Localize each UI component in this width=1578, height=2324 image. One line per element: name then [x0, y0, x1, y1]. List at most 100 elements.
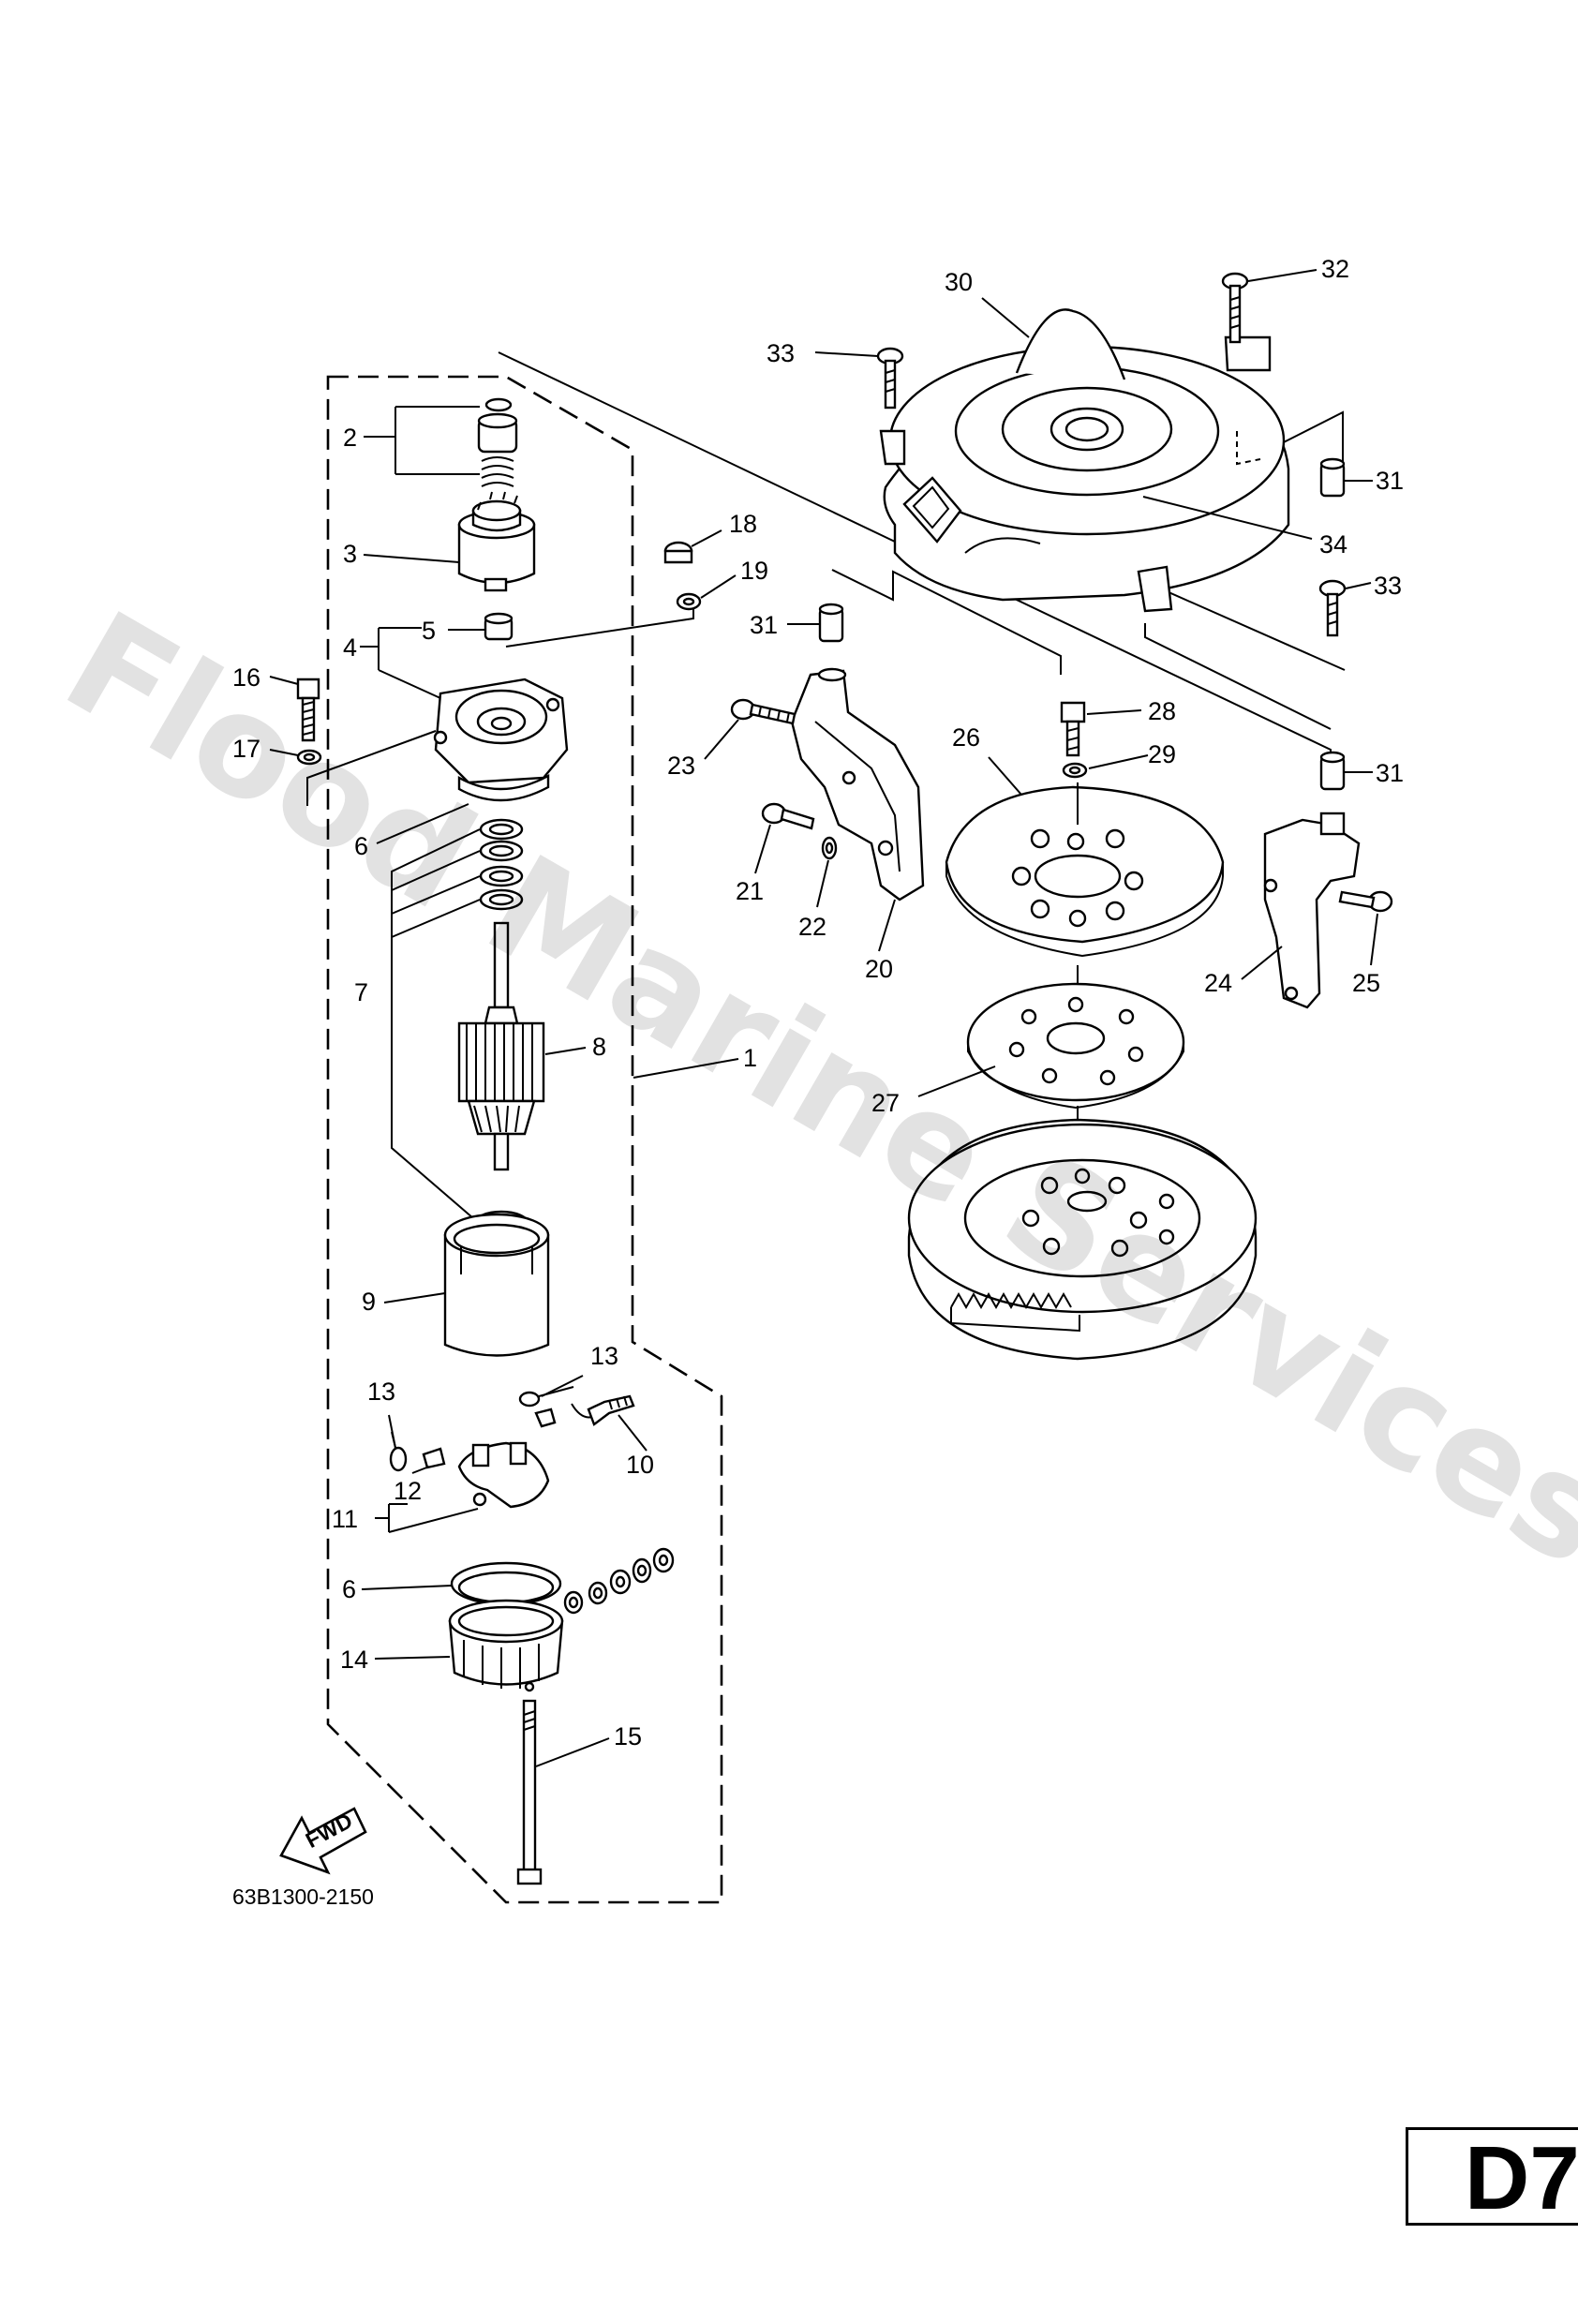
leader-2	[364, 406, 480, 475]
callout-22: 22	[798, 913, 826, 941]
leader-21	[754, 824, 771, 874]
callout-26: 26	[952, 723, 980, 752]
callout-2: 2	[343, 424, 357, 452]
callout-16: 16	[232, 663, 261, 692]
leader-34	[1142, 496, 1313, 540]
yoke	[443, 1213, 550, 1357]
leader-11	[375, 1503, 479, 1533]
callout-31-top: 31	[1376, 467, 1404, 495]
washer-22	[821, 836, 838, 860]
callout-labels: 1 2 3 4 5 6 6 7 8 9 10 11 12 13 13 14 15…	[232, 255, 1404, 1750]
through-bolt-15	[516, 1699, 543, 1885]
terminal-bolt-10	[571, 1394, 635, 1426]
bolt-23	[730, 698, 796, 725]
collar-31-bottom	[1319, 751, 1346, 791]
callout-6-lower: 6	[342, 1575, 356, 1603]
washer-29	[1062, 762, 1088, 779]
leader-17	[269, 749, 299, 756]
callout-29: 29	[1148, 740, 1176, 768]
leader-33b	[1345, 582, 1372, 589]
leader-25	[1370, 913, 1378, 966]
leader-23	[704, 719, 739, 760]
callout-25: 25	[1352, 969, 1380, 997]
front-housing	[433, 678, 569, 802]
callout-28: 28	[1148, 697, 1176, 725]
callout-1: 1	[743, 1044, 757, 1072]
callout-33-left: 33	[767, 339, 795, 367]
leader-13a	[388, 1414, 396, 1449]
starter-assembly-outline	[326, 375, 723, 1904]
callout-32: 32	[1321, 255, 1349, 283]
callout-3: 3	[343, 540, 357, 568]
alignment-line-33b	[1142, 580, 1346, 671]
leader-3	[363, 554, 460, 563]
leader-15	[535, 1737, 610, 1767]
washer-19	[676, 592, 702, 611]
alignment-line-31a	[1272, 410, 1344, 469]
flywheel	[907, 1118, 1258, 1361]
collar-31-top	[1319, 457, 1346, 498]
callout-20: 20	[865, 955, 893, 983]
leader-7	[391, 828, 481, 1219]
callout-18: 18	[729, 510, 757, 538]
callout-24: 24	[1204, 969, 1232, 997]
leader-33a	[814, 351, 879, 357]
callout-30: 30	[945, 268, 973, 296]
screw-18	[663, 541, 693, 564]
bolt-16	[296, 678, 320, 742]
drawing-code: 63B1300-2150	[232, 1885, 374, 1909]
callout-23: 23	[667, 752, 695, 780]
collar-31-mid	[818, 603, 844, 643]
callout-6-upper: 6	[354, 832, 368, 860]
callout-13-left: 13	[367, 1378, 395, 1406]
terminal-nuts-washers	[563, 1547, 675, 1615]
stator-26	[945, 785, 1225, 958]
alignment-line-31	[831, 569, 1062, 675]
leader-12	[411, 1466, 430, 1474]
page-tab: D7	[1406, 2127, 1578, 2226]
pulser-bracket-24	[1263, 812, 1361, 1009]
leader-14	[374, 1656, 451, 1660]
callout-7: 7	[354, 978, 368, 1006]
callout-8: 8	[592, 1033, 606, 1061]
leader-10	[618, 1414, 648, 1452]
alignment-line-31c	[1144, 623, 1332, 730]
callout-27: 27	[871, 1089, 900, 1117]
callout-21: 21	[736, 877, 764, 905]
callout-17: 17	[232, 735, 261, 763]
fwd-direction-arrow	[279, 1807, 367, 1875]
callout-12: 12	[394, 1477, 422, 1505]
callout-31-bottom: 31	[1376, 759, 1404, 787]
callout-33-right: 33	[1374, 572, 1402, 600]
bolt-32	[1221, 272, 1249, 344]
callout-11: 11	[332, 1505, 358, 1533]
leader-29	[1088, 754, 1149, 769]
callout-31-mid: 31	[750, 611, 778, 639]
leader-1	[633, 1058, 739, 1079]
armature	[457, 921, 545, 1171]
bolt-33-right	[1318, 579, 1347, 637]
spacer-27	[966, 982, 1185, 1110]
leader-8	[544, 1047, 587, 1055]
leader-28	[1086, 709, 1142, 715]
bracket-20	[790, 667, 925, 901]
brush-holder-11	[457, 1441, 550, 1509]
oring-6-lower	[450, 1561, 562, 1606]
leader-26	[988, 756, 1022, 796]
washer-17	[296, 749, 322, 766]
leader-32	[1247, 269, 1317, 282]
callout-15: 15	[614, 1722, 642, 1750]
end-cover-14	[448, 1599, 564, 1692]
callout-14: 14	[340, 1646, 368, 1674]
leader-30	[981, 297, 1030, 338]
leader-18	[691, 529, 722, 547]
brush-12	[422, 1447, 446, 1469]
callout-13-right: 13	[590, 1342, 618, 1370]
callout-5: 5	[422, 617, 436, 645]
bolt-25	[1338, 890, 1393, 913]
leader-4	[360, 627, 441, 699]
drive-gear	[457, 491, 536, 592]
alignment-line-19	[505, 609, 694, 648]
page-tab-label: D7	[1465, 2128, 1578, 2226]
